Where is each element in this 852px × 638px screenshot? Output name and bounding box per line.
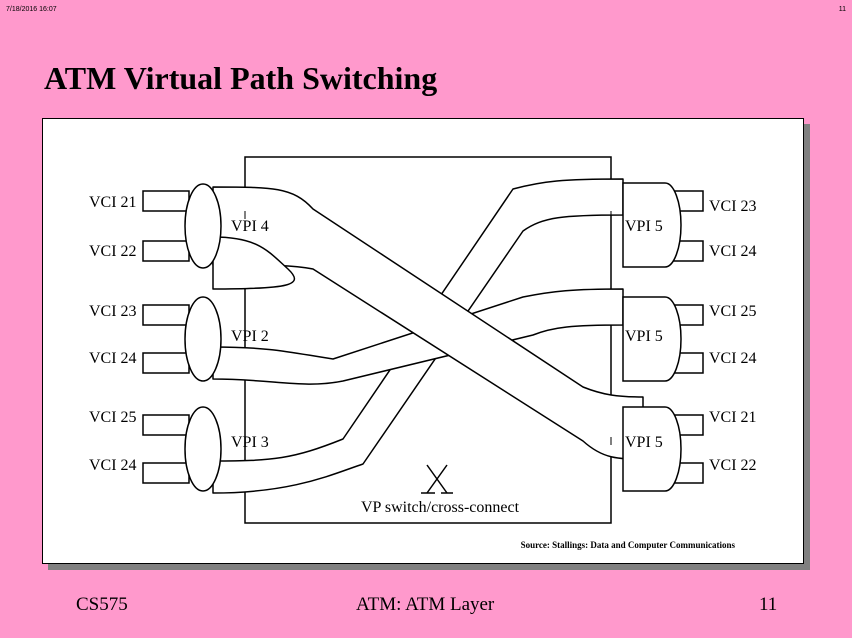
right-vpi-label-3: VPI 5 bbox=[625, 434, 663, 451]
left-vci-label-3a: VCI 25 bbox=[89, 409, 137, 426]
left-vci-tube-1b bbox=[142, 240, 190, 262]
right-vp-end-1 bbox=[622, 182, 682, 268]
right-vci-label-2a: VCI 25 bbox=[709, 303, 757, 320]
left-vp-end-2 bbox=[184, 296, 222, 382]
left-vci-tube-2a bbox=[142, 304, 190, 326]
header-page-number: 11 bbox=[838, 6, 846, 13]
right-vci-label-1b: VCI 24 bbox=[709, 243, 757, 260]
right-vci-label-3b: VCI 22 bbox=[709, 457, 757, 474]
left-vci-label-1a: VCI 21 bbox=[89, 194, 137, 211]
left-vci-label-1b: VCI 22 bbox=[89, 243, 137, 260]
footer-topic: ATM: ATM Layer bbox=[356, 594, 495, 615]
slide-title: ATM Virtual Path Switching bbox=[44, 60, 438, 96]
header-date: 7/18/2016 16:07 bbox=[6, 6, 57, 13]
left-vp-end-1 bbox=[184, 183, 222, 269]
right-vp-end-3 bbox=[622, 406, 682, 492]
switch-box bbox=[244, 156, 612, 524]
left-vci-label-2a: VCI 23 bbox=[89, 303, 137, 320]
left-vci-tube-3a bbox=[142, 414, 190, 436]
left-vci-tube-3b bbox=[142, 462, 190, 484]
footer-course: CS575 bbox=[76, 594, 128, 615]
left-vp-end-3 bbox=[184, 406, 222, 492]
left-vci-label-2b: VCI 24 bbox=[89, 350, 137, 367]
left-vpi-label-1: VPI 4 bbox=[231, 218, 269, 235]
right-vci-label-1a: VCI 23 bbox=[709, 198, 757, 215]
left-vci-tube-1a bbox=[142, 190, 190, 212]
left-vpi-label-3: VPI 3 bbox=[231, 434, 269, 451]
footer-page-number: 11 bbox=[759, 594, 778, 615]
figure-source-caption: Source: Stallings: Data and Computer Com… bbox=[520, 540, 735, 550]
right-vp-end-2 bbox=[622, 296, 682, 382]
switch-symbol-icon bbox=[421, 464, 453, 494]
right-vpi-label-2: VPI 5 bbox=[625, 328, 663, 345]
left-vpi-label-2: VPI 2 bbox=[231, 328, 269, 345]
left-vci-tube-2b bbox=[142, 352, 190, 374]
right-vci-label-3a: VCI 21 bbox=[709, 409, 757, 426]
path-vpi4-lower-branch bbox=[212, 236, 296, 290]
right-vci-label-2b: VCI 24 bbox=[709, 350, 757, 367]
vp-switching-figure: VCI 21 VCI 22 VPI 4 VCI 23 VCI 24 VPI 2 … bbox=[42, 118, 804, 564]
left-vci-label-3b: VCI 24 bbox=[89, 457, 137, 474]
vp-switch-diagram: VCI 21 VCI 22 VPI 4 VCI 23 VCI 24 VPI 2 … bbox=[89, 156, 757, 524]
switch-label: VP switch/cross-connect bbox=[361, 499, 520, 516]
right-vpi-label-1: VPI 5 bbox=[625, 218, 663, 235]
